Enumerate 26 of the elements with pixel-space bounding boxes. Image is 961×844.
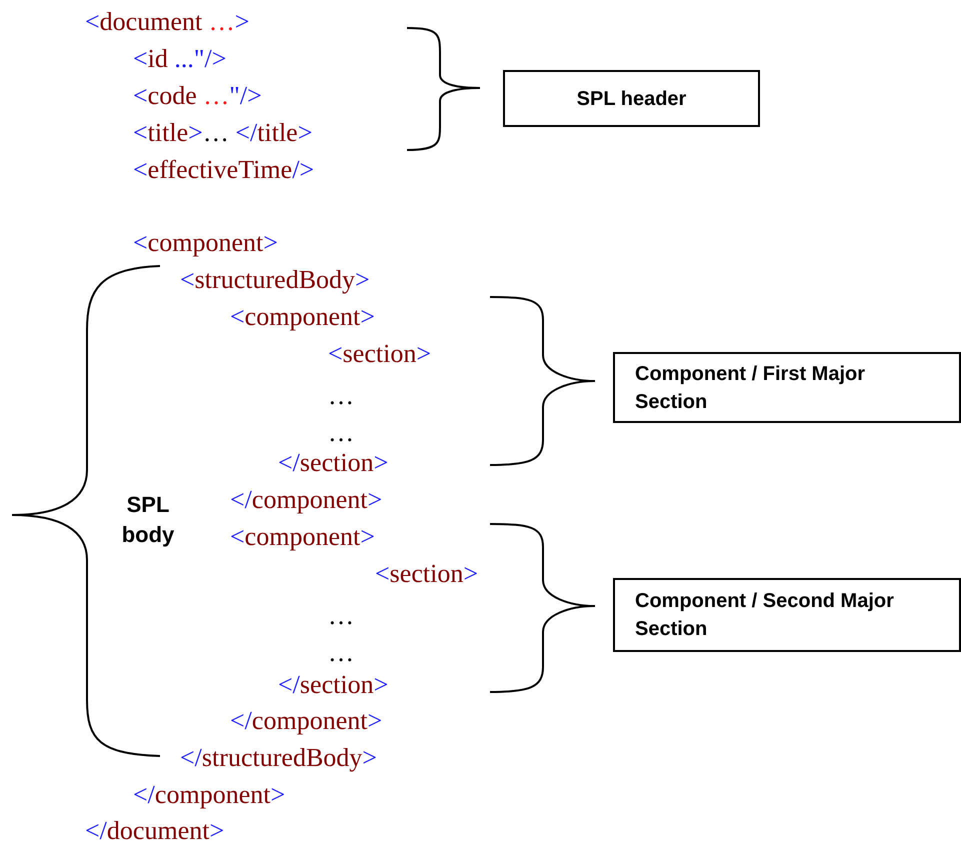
code-line: </section> [278, 670, 388, 700]
code-line: </section> [278, 448, 388, 478]
code-line: <section> [328, 339, 432, 369]
label-box: Component / First Major Section [613, 352, 961, 423]
code-line: <section> [375, 559, 478, 589]
code-line: </component> [133, 780, 286, 810]
code-line: <id ..."/> [133, 44, 226, 74]
label-box: SPL header [503, 70, 760, 127]
code-line: <code …"/> [133, 81, 262, 111]
code-line: <title>… </title> [133, 118, 312, 148]
code-line: … [328, 638, 354, 668]
code-line: </component> [230, 485, 382, 515]
code-line: <component> [230, 522, 375, 552]
code-line: </component> [230, 706, 382, 736]
code-line: <effectiveTime/> [133, 155, 314, 185]
code-line: </document> [85, 816, 224, 844]
code-line: <structuredBody> [180, 265, 370, 295]
code-line: <document …> [85, 7, 250, 37]
code-line: <component> [133, 228, 278, 258]
code-line: … [328, 418, 354, 448]
code-line: </structuredBody> [180, 743, 377, 773]
label-box: Component / Second Major Section [613, 578, 961, 652]
code-line: … [328, 601, 354, 631]
body-label: SPL body [120, 491, 176, 549]
code-line: <component> [230, 302, 375, 332]
code-line: … [328, 381, 354, 411]
